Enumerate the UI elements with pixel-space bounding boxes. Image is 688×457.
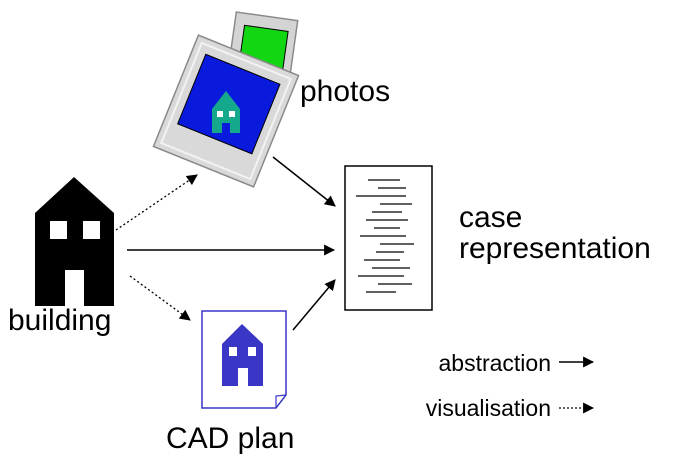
cad-plan-label: CAD plan — [166, 422, 294, 455]
building-icon — [35, 177, 114, 306]
photo-stack-icon — [152, 11, 300, 188]
arrow-cad-to-case — [292, 279, 336, 331]
arrow-photos-to-case — [272, 156, 336, 207]
photos-label: photos — [300, 75, 390, 108]
cad-plan-icon — [201, 310, 287, 409]
document-icon — [344, 165, 433, 311]
photo-front-slide — [152, 34, 300, 188]
building-label: building — [8, 304, 111, 337]
arrow-building-to-photos — [115, 174, 198, 231]
photo-house-icon — [212, 91, 240, 133]
legend-abstraction-label: abstraction — [438, 350, 551, 376]
case-label-line2: representation — [459, 232, 651, 265]
arrow-building-to-cad — [129, 275, 191, 321]
legend: abstraction visualisation — [426, 350, 595, 421]
case-label-line1: case — [459, 201, 522, 234]
legend-visualisation-label: visualisation — [426, 395, 551, 421]
